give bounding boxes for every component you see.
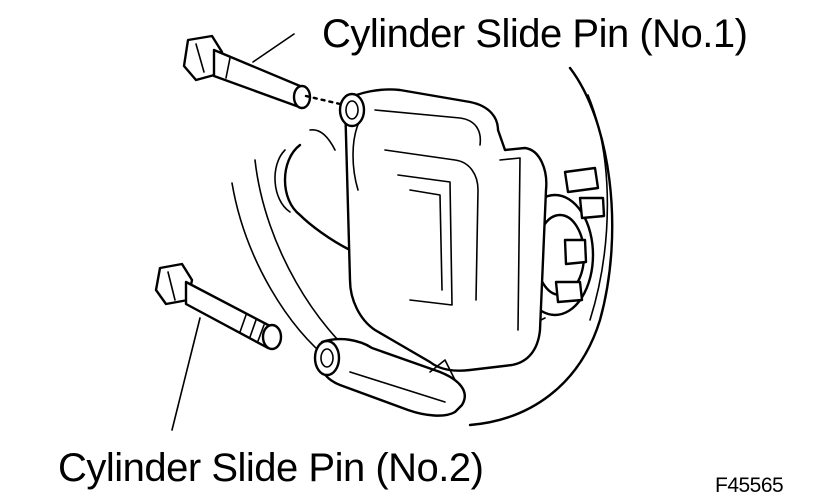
leader-line-no1 [252,33,295,63]
slide-pin-no2 [154,262,283,351]
figure-code: F45565 [715,474,784,497]
disc-rotor [231,66,614,427]
label-cylinder-slide-pin-no1: Cylinder Slide Pin (No.1) [322,12,748,56]
label-cylinder-slide-pin-no2: Cylinder Slide Pin (No.2) [58,446,484,490]
torque-plate-bracket [313,337,466,417]
caliper-body [338,88,548,372]
leader-lines [171,33,295,431]
slide-pin-no1 [182,34,342,110]
leader-line-no2 [171,317,201,431]
